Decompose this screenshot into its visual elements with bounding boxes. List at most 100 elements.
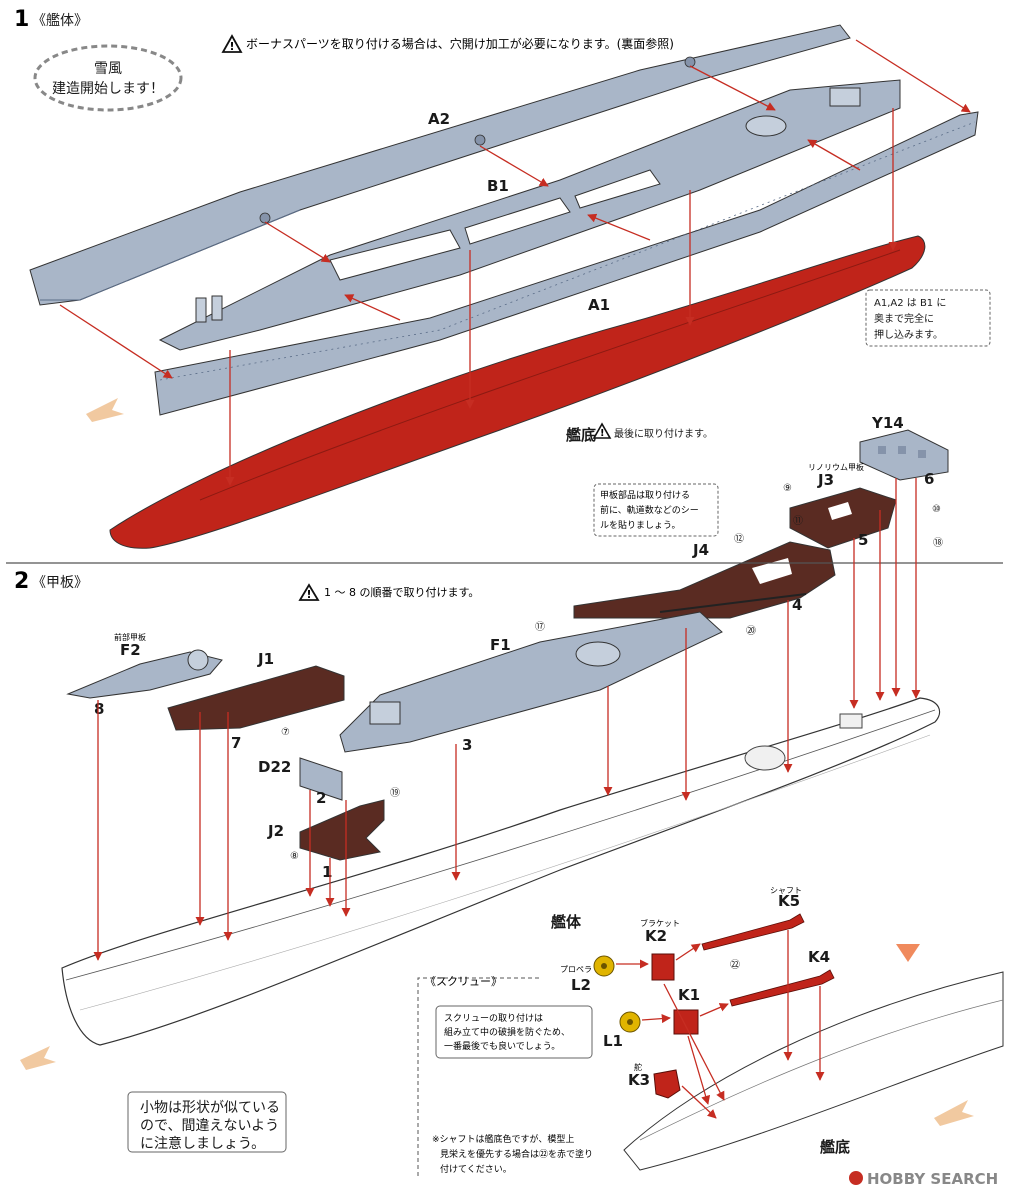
part-a2-rail bbox=[29, 24, 851, 306]
label-j2: J2 bbox=[267, 822, 284, 840]
callout-19: ⑲ bbox=[390, 787, 400, 799]
callout-9: ⑨ bbox=[783, 483, 792, 494]
part-a1-rail bbox=[154, 111, 979, 416]
section-1-title: 《艦体》 bbox=[32, 13, 88, 29]
step-5: 5 bbox=[858, 531, 868, 549]
part-f1 bbox=[339, 611, 723, 753]
side-note-line-3: 押し込みます。 bbox=[874, 328, 943, 341]
stern-hull-bottom bbox=[623, 971, 1004, 1171]
step-4: 4 bbox=[792, 596, 802, 614]
part-j4 bbox=[573, 541, 836, 619]
assembly-arrows-2 bbox=[93, 478, 921, 961]
screw-note-line-2: 組み立て中の破損を防ぐため、 bbox=[444, 1026, 570, 1038]
screw-title: 《スクリュー》 bbox=[425, 975, 502, 988]
propeller-l2-icon bbox=[593, 955, 615, 977]
label-l2: L2 bbox=[571, 976, 591, 994]
part-k2 bbox=[651, 953, 675, 981]
callout-11: ⑪ bbox=[793, 515, 803, 527]
step-3: 3 bbox=[462, 736, 472, 754]
bubble-line-2: 建造開始します！ bbox=[52, 81, 164, 97]
bubble-line-1: 雪風 bbox=[94, 61, 122, 77]
side-note-line-2: 奥まで完全に bbox=[874, 312, 934, 325]
label-d22: D22 bbox=[258, 758, 291, 776]
order-note: 1 ～ 8 の順番で取り付けます。 bbox=[324, 586, 479, 599]
part-hull-bottom-red bbox=[109, 235, 926, 549]
small-parts-note: 小物は形状が似ている ので、間違えないよう に注意しましょう。 bbox=[127, 1091, 287, 1153]
section-2-title: 《甲板》 bbox=[32, 575, 88, 591]
part-k4 bbox=[729, 969, 835, 1007]
part-f2 bbox=[66, 649, 223, 699]
label-hull-bottom: 艦底 bbox=[566, 426, 596, 444]
callout-20: ⑳ bbox=[746, 625, 756, 637]
label-a2: A2 bbox=[428, 110, 450, 128]
sticker-note-box: 甲板部品は取り付ける 前に、軌道数などのシー ルを貼りましょう。 bbox=[593, 483, 719, 537]
callout-7: ⑦ bbox=[281, 727, 290, 738]
watermark-text: HOBBY SEARCH bbox=[867, 1170, 998, 1188]
svg-text:!: ! bbox=[230, 40, 235, 53]
part-y14 bbox=[859, 429, 949, 481]
part-k1 bbox=[673, 1009, 699, 1035]
section-1-hull: 1 《艦体》 ! ボーナスパーツを取り付ける場合は、穴開け加工が必要になります。… bbox=[14, 7, 991, 637]
sticker-note-line-3: ルを貼りましょう。 bbox=[600, 519, 680, 531]
propeller-l1-icon bbox=[619, 1011, 641, 1033]
sticker-note-line-2: 前に、軌道数などのシー bbox=[600, 504, 699, 516]
callout-18: ⑱ bbox=[933, 537, 943, 549]
callout-22: ㉒ bbox=[730, 959, 740, 971]
part-b1-deck bbox=[158, 79, 901, 351]
down-arrow-icon bbox=[896, 944, 920, 962]
label-hull: 艦体 bbox=[551, 913, 582, 931]
bracket-label: ブラケット bbox=[640, 918, 680, 928]
pale-arrow-2 bbox=[934, 1100, 974, 1126]
label-j4: J4 bbox=[692, 541, 709, 559]
shaft-footnote-2: 見栄えを優先する場合は㉒を赤で塗り bbox=[440, 1148, 593, 1160]
rudder-label: 舵 bbox=[634, 1062, 642, 1072]
hobby-search-watermark: HOBBY SEARCH bbox=[849, 1170, 998, 1188]
label-k5: K5 bbox=[778, 892, 800, 910]
shaft-footnote-3: 付けてください。 bbox=[440, 1164, 512, 1175]
sticker-note-line-1: 甲板部品は取り付ける bbox=[600, 489, 690, 501]
part-k3 bbox=[653, 1069, 681, 1099]
warning-icon-order: ! bbox=[298, 583, 320, 601]
label-j3: J3 bbox=[817, 471, 834, 489]
label-k2: K2 bbox=[645, 927, 667, 945]
side-note-box: A1,A2 は B1 に 奥まで完全に 押し込みます。 bbox=[865, 289, 991, 347]
warning-icon-bottom: ! bbox=[592, 422, 612, 439]
warning-icon: ! bbox=[221, 34, 243, 53]
speech-bubble: 雪風 建造開始します！ bbox=[33, 44, 183, 112]
svg-text:!: ! bbox=[600, 428, 605, 439]
label-bottom: 艦底 bbox=[820, 1138, 850, 1156]
shaft-footnote-1: ※シャフトは艦底色ですが、模型上 bbox=[432, 1133, 574, 1145]
label-k3: K3 bbox=[628, 1071, 650, 1089]
label-a1: A1 bbox=[588, 296, 610, 314]
label-y14: Y14 bbox=[871, 414, 904, 432]
svg-text:!: ! bbox=[307, 588, 312, 601]
assembly-arrows-1 bbox=[59, 39, 971, 486]
section-1-number: 1 bbox=[14, 7, 29, 32]
step-2: 2 bbox=[316, 789, 326, 807]
part-j1 bbox=[167, 665, 345, 731]
label-f1: F1 bbox=[490, 636, 511, 654]
screw-note-line-1: スクリューの取り付けは bbox=[444, 1013, 543, 1024]
step-8: 8 bbox=[94, 700, 104, 718]
label-k1: K1 bbox=[678, 986, 700, 1004]
small-parts-line-1: 小物は形状が似ている bbox=[140, 1100, 280, 1116]
callout-12: ⑫ bbox=[734, 533, 744, 545]
pale-arrow-1 bbox=[86, 398, 124, 422]
pale-arrow-3 bbox=[20, 1046, 56, 1070]
label-b1: B1 bbox=[487, 177, 509, 195]
label-j1: J1 bbox=[257, 650, 274, 668]
section-2-deck: 2 《甲板》 ! 1 ～ 8 の順番で取り付けます。 前部甲板 F2 8 J1 … bbox=[14, 478, 1004, 1176]
part-d22 bbox=[299, 757, 343, 801]
hull-bottom-note: 最後に取り付けます。 bbox=[614, 427, 713, 440]
small-parts-line-3: に注意しましょう。 bbox=[140, 1135, 265, 1152]
part-j2 bbox=[299, 799, 385, 861]
label-f2-sub: 前部甲板 bbox=[114, 632, 146, 642]
label-l1: L1 bbox=[603, 1032, 623, 1050]
callout-8: ⑧ bbox=[290, 851, 299, 862]
step-7: 7 bbox=[231, 734, 241, 752]
callout-10: ⑩ bbox=[932, 504, 941, 515]
step-1: 1 bbox=[322, 863, 332, 881]
bonus-parts-warning: ボーナスパーツを取り付ける場合は、穴開け加工が必要になります。(裏面参照) bbox=[246, 36, 674, 51]
